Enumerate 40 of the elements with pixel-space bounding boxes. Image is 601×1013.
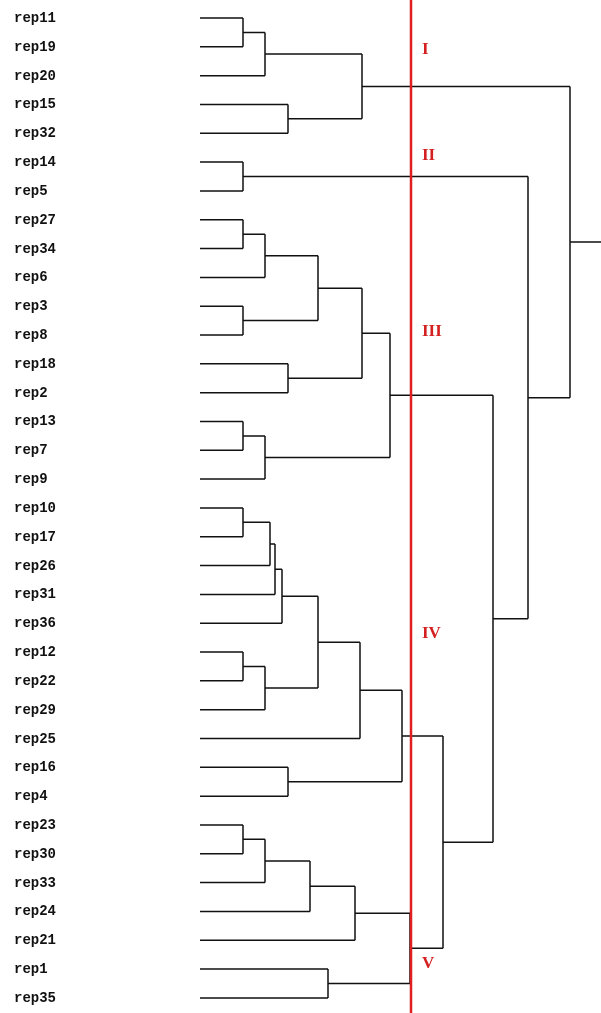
leaf-label: rep6 (14, 269, 48, 286)
leaf-label: rep14 (14, 154, 56, 171)
leaf-label: rep12 (14, 644, 56, 661)
cluster-label: I (422, 40, 429, 58)
leaf-label: rep7 (14, 442, 48, 459)
leaf-label: rep8 (14, 327, 48, 343)
cluster-label: V (422, 954, 435, 972)
leaf-label: rep18 (14, 355, 56, 372)
leaf-label: rep33 (14, 874, 56, 891)
leaf-label: rep2 (14, 384, 48, 401)
leaf-label: rep31 (14, 586, 56, 603)
leaf-label: rep11 (14, 10, 56, 26)
leaf-label: rep36 (14, 615, 56, 632)
leaf-label: rep22 (14, 672, 56, 689)
leaf-label: rep21 (14, 932, 56, 949)
leaf-label: rep24 (14, 903, 56, 920)
cluster-label: II (422, 146, 436, 164)
leaf-label: rep13 (14, 413, 56, 430)
leaf-label: rep20 (14, 67, 56, 84)
leaf-label: rep10 (14, 499, 56, 516)
leaf-label: rep15 (14, 96, 56, 113)
leaf-label: rep17 (14, 528, 56, 545)
leaf-label: rep32 (14, 125, 56, 142)
leaf-label: rep19 (14, 38, 56, 55)
leaf-label: rep1 (14, 961, 48, 978)
leaf-label: rep26 (14, 557, 56, 574)
leaf-label: rep16 (14, 759, 56, 776)
leaf-label: rep25 (14, 730, 56, 747)
leaf-label: rep9 (14, 471, 48, 488)
leaf-label: rep27 (14, 211, 56, 228)
cluster-label: III (422, 322, 442, 340)
leaf-label: rep5 (14, 182, 48, 199)
leaf-label: rep30 (14, 845, 56, 862)
leaf-label: rep34 (14, 240, 56, 257)
leaf-label: rep23 (14, 816, 56, 833)
cluster-label: IV (422, 624, 441, 642)
leaf-label: rep29 (14, 701, 56, 718)
leaf-label: rep3 (14, 298, 48, 315)
leaf-label: rep4 (14, 788, 48, 805)
leaf-label: rep35 (14, 989, 56, 1006)
